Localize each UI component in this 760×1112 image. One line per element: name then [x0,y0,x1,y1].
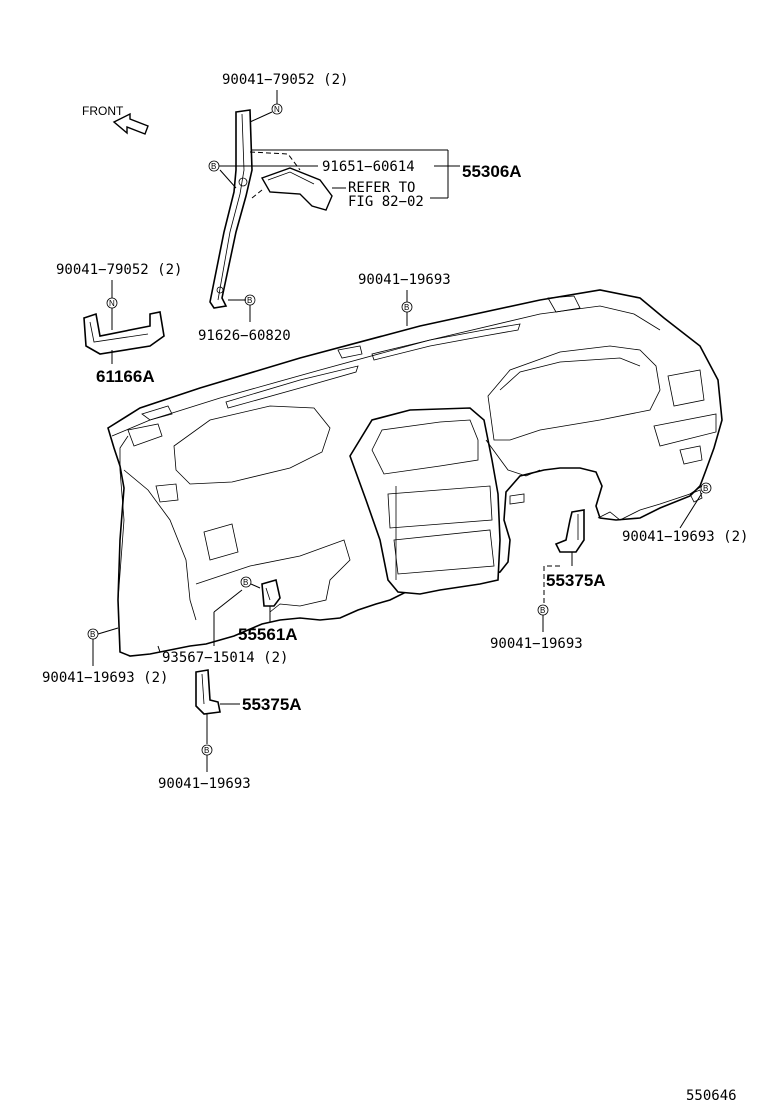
marker-b-icon: B [90,630,95,639]
callout-left-screw: B 90041−19693 (2) [42,627,168,686]
center-bracket-55561a: B 55561A 93567−15014 (2) [157,576,298,666]
label-refer-line1: REFER TO [348,180,415,196]
label-a-pillar-bolt2: 91626−60820 [198,328,291,344]
marker-b-icon: B [540,606,545,615]
marker-s-icon: B [243,578,248,587]
marker-b-icon: B [211,162,216,171]
a-pillar-brace [209,109,253,309]
marker-n-icon: N [274,105,280,114]
label-refer-line2: FIG 82−02 [348,194,424,210]
marker-n-icon: N [109,299,115,308]
label-right-bracket-screw: 90041−19693 [490,636,583,652]
label-right-bracket: 55375A [546,571,606,590]
marker-b-icon: B [204,746,209,755]
label-left-bracket: 55375A [242,695,302,714]
label-bracket-bolt: 90041−79052 (2) [56,262,182,278]
callout-right-screw: B 90041−19693 (2) [622,482,748,545]
left-bracket-55375a: 55375A B 90041−19693 [158,669,302,792]
callout-top-screw: 90041−19693 B [358,272,451,326]
marker-b-icon: B [404,303,409,312]
callouts-top: 90041−79052 (2) N B 91651−60614 55306A R… [198,72,522,344]
label-left-screw: 90041−19693 (2) [42,670,168,686]
label-top-screw: 90041−19693 [358,272,451,288]
right-bracket-55375a: 55375A B 90041−19693 [490,509,606,652]
label-brace-clip: 91651−60614 [322,159,415,175]
label-center-bracket: 55561A [238,625,298,644]
marker-b-icon: B [247,296,252,305]
brace-part-55306a [249,151,333,211]
label-center-screw: 93567−15014 (2) [162,650,288,666]
label-left-bracket-screw: 90041−19693 [158,776,251,792]
figure-number: 550646 [686,1088,737,1104]
bracket-61166a: 90041−79052 (2) N 61166A [56,262,182,386]
front-arrow-icon [112,112,149,135]
label-right-screw: 90041−19693 (2) [622,529,748,545]
instrument-panel [107,289,723,657]
front-indicator: FRONT [82,104,149,135]
front-label: FRONT [82,104,124,118]
label-bracket-part: 61166A [96,367,155,386]
label-a-pillar-bolt: 90041−79052 (2) [222,72,348,88]
marker-b-icon: B [703,484,708,493]
label-brace-part: 55306A [462,162,522,181]
